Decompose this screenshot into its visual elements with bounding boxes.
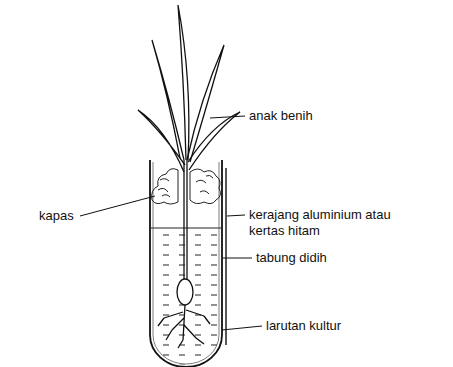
seedling <box>138 5 240 348</box>
part-label: anak benih <box>248 108 314 124</box>
cotton-wool <box>152 169 221 204</box>
culture-solution <box>150 228 222 367</box>
part-label: tabung didih <box>255 250 328 266</box>
foil-cover <box>225 168 226 345</box>
part-label: kapas <box>38 208 75 224</box>
part-label: kerajang aluminium atau kertas hitam <box>248 207 410 239</box>
boiling-tube <box>150 160 222 367</box>
leader-lines <box>80 116 262 330</box>
part-label: larutan kultur <box>265 318 342 334</box>
